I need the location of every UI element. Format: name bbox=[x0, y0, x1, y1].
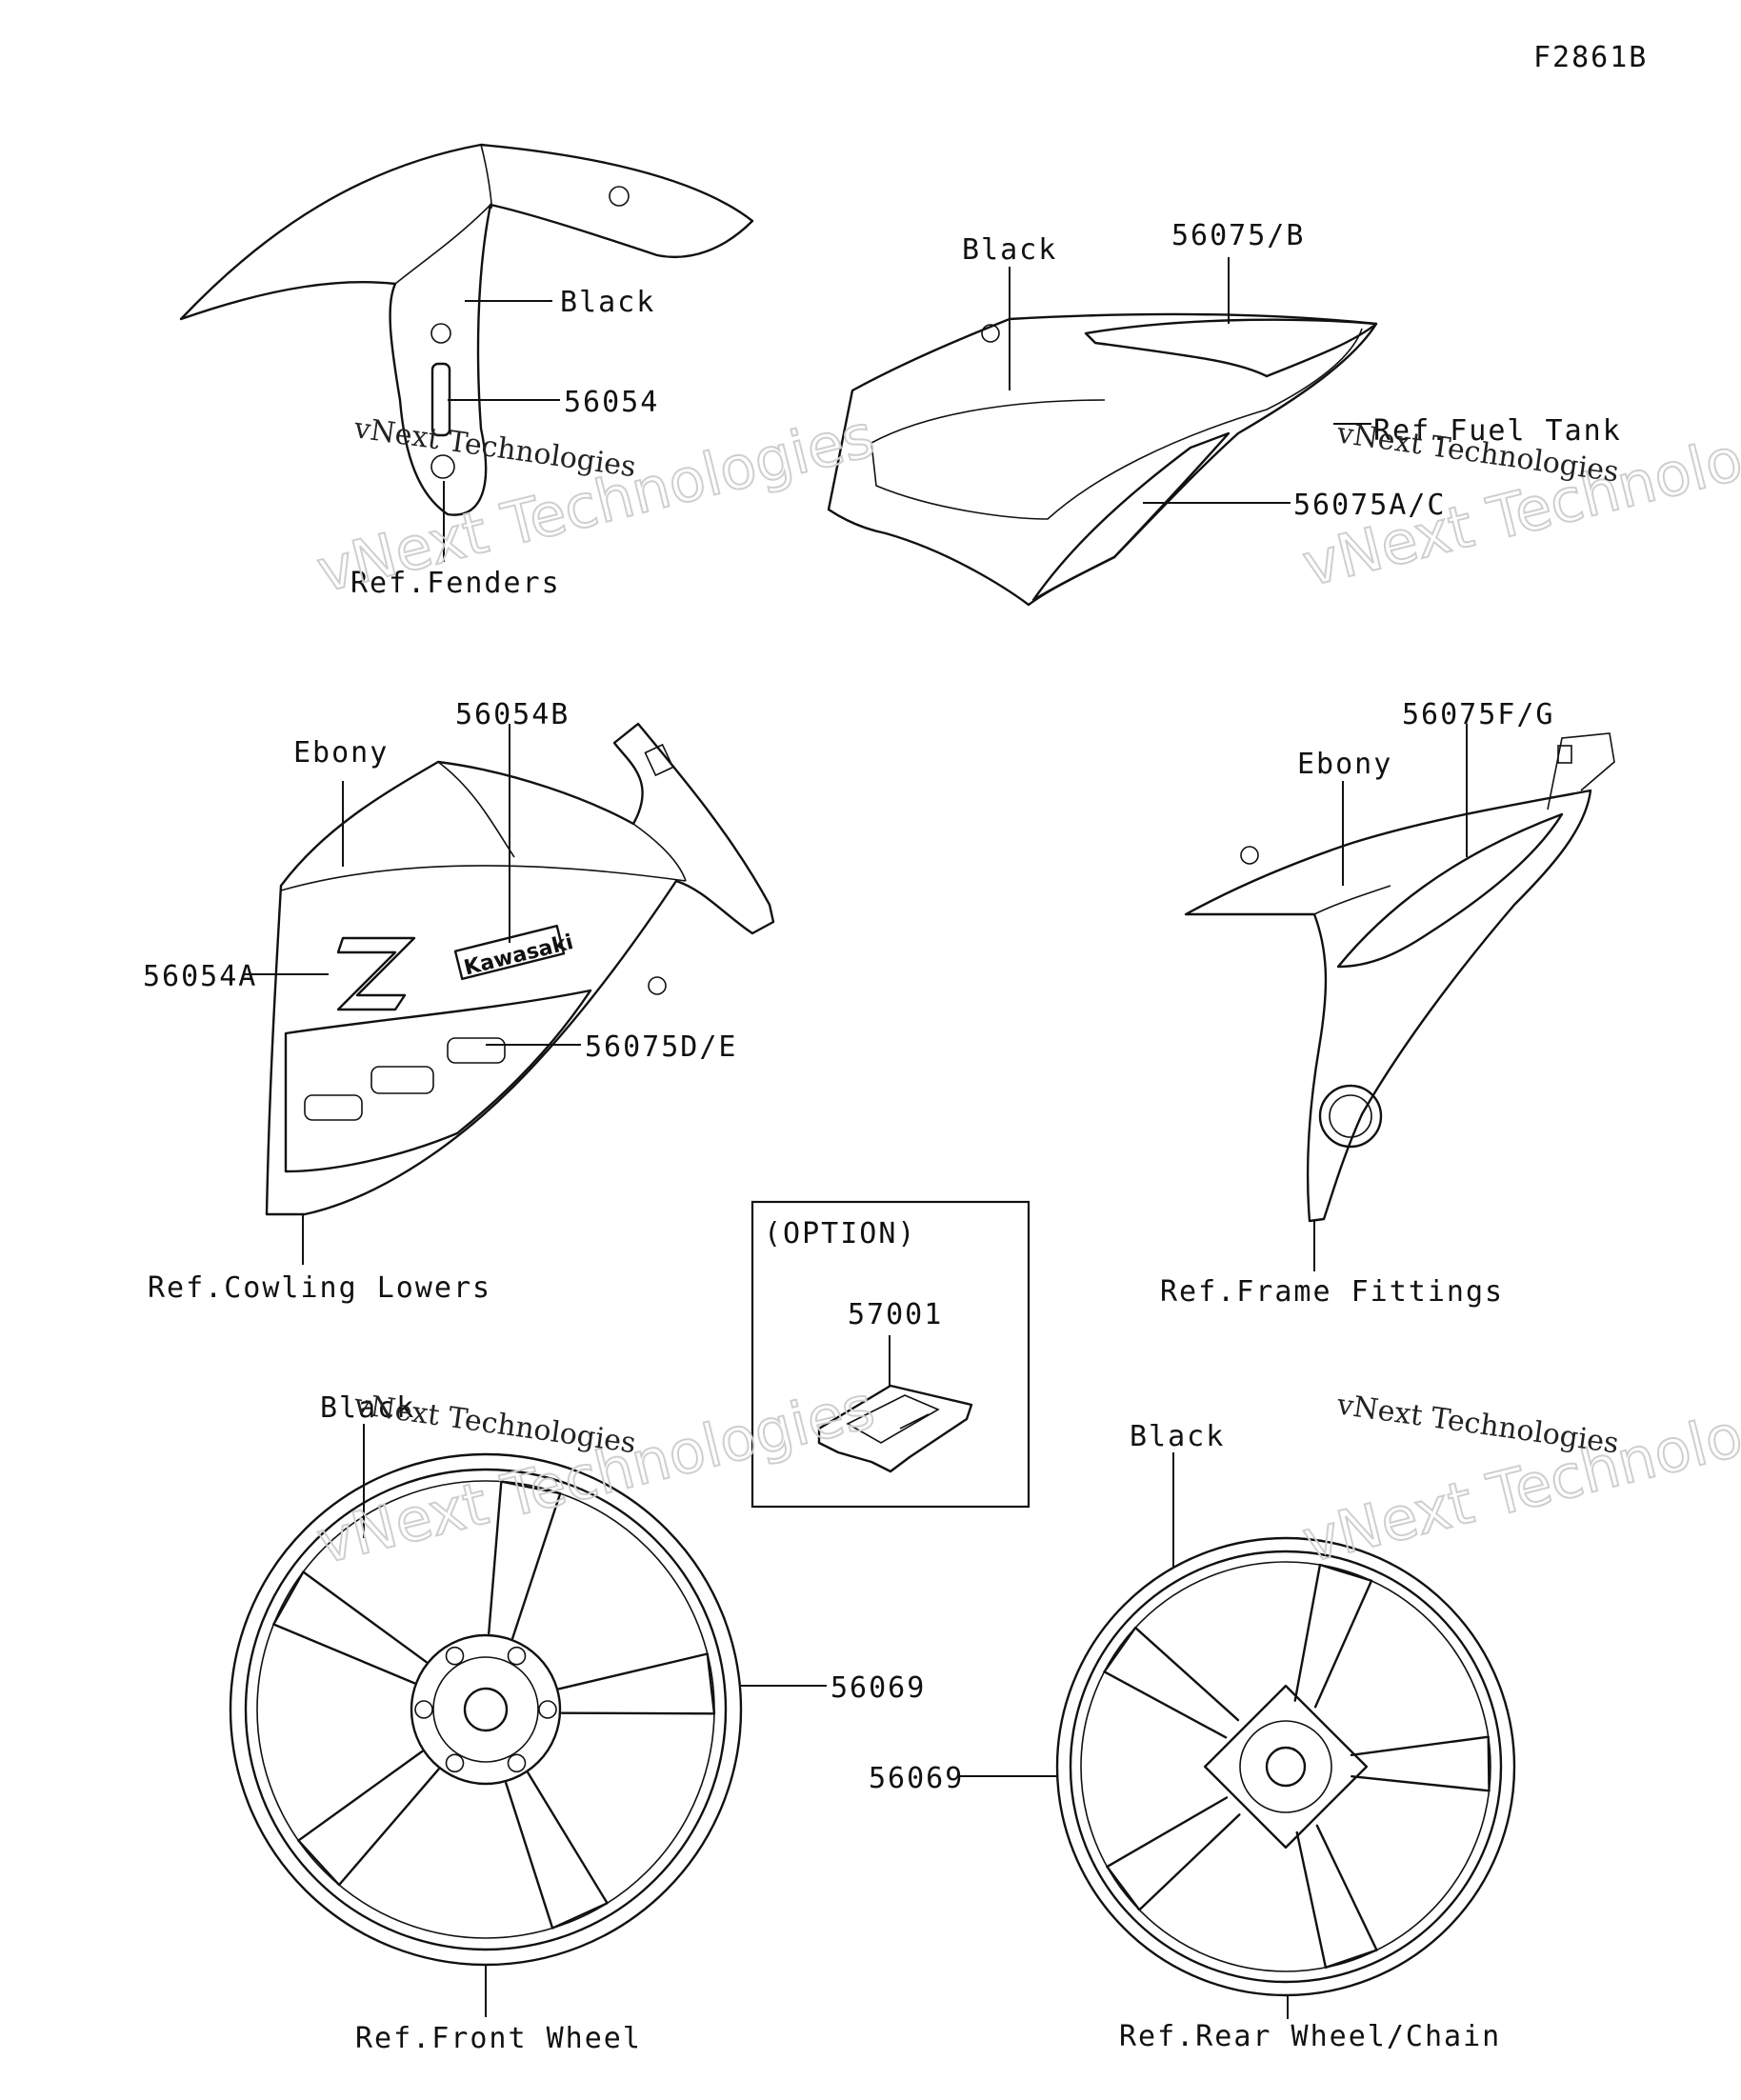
figure-code: F2861B bbox=[1533, 41, 1648, 74]
front-wheel-bolt bbox=[445, 1753, 465, 1773]
front-wheel-color-label: Black bbox=[320, 1391, 415, 1425]
front-wheel-bolts bbox=[414, 1646, 557, 1773]
front-wheel-group: Black 56069 Ref.Front Wheel bbox=[229, 1391, 926, 2055]
frame-cover-decal-56075fg bbox=[1336, 812, 1564, 969]
tank-part-b-label: 56075/B bbox=[1171, 219, 1305, 252]
frame-cover-bracket-hole bbox=[1557, 745, 1572, 764]
rear-wheel-spoke bbox=[1106, 1796, 1241, 1911]
option-box-title: (OPTION) bbox=[764, 1217, 917, 1250]
rear-wheel-ref-label: Ref.Rear Wheel/Chain bbox=[1119, 2020, 1501, 2053]
front-wheel-rim-inner bbox=[244, 1468, 728, 1951]
rear-wheel-sprocket-carrier bbox=[1203, 1684, 1369, 1850]
cowling-upper-panel bbox=[280, 761, 687, 891]
cowling-ref-label: Ref.Cowling Lowers bbox=[148, 1271, 491, 1305]
front-wheel-spoke bbox=[297, 1750, 440, 1887]
fender-bolt-lower bbox=[430, 454, 455, 479]
cowling-color-label: Ebony bbox=[293, 736, 389, 770]
cowling-stripe-1 bbox=[304, 1094, 363, 1121]
fender-ref-label: Ref.Fenders bbox=[350, 567, 561, 600]
rear-wheel-spoke bbox=[1103, 1626, 1240, 1739]
front-wheel-bolt bbox=[414, 1700, 433, 1719]
front-fender-inner-edge bbox=[394, 144, 492, 285]
rear-wheel-group: Black 56069 Ref.Rear Wheel/Chain bbox=[869, 1420, 1516, 2053]
rear-wheel-rim-inner bbox=[1069, 1550, 1503, 1984]
watermark-small-4: vNext Technologies bbox=[1334, 1388, 1621, 1460]
frame-cover-group: Ebony 56075F/G Ref.Frame Fittings bbox=[1160, 698, 1615, 1309]
rear-wheel-spoke bbox=[1295, 1824, 1378, 1970]
fender-bolt-upper bbox=[430, 323, 451, 344]
cowling-part-a-label: 56054A bbox=[143, 960, 257, 993]
front-wheel-bolt bbox=[507, 1753, 527, 1773]
rear-wheel-rim-outer bbox=[1055, 1536, 1516, 1997]
front-wheel-spoke bbox=[505, 1771, 609, 1930]
watermark-small-1: vNext Technologies bbox=[351, 411, 638, 484]
watermark-small-3: vNext Technologies bbox=[351, 1388, 638, 1460]
front-wheel-spoke bbox=[487, 1480, 562, 1640]
front-wheel-axle bbox=[463, 1687, 509, 1732]
frame-cover-ref-label: Ref.Frame Fittings bbox=[1160, 1275, 1504, 1309]
option-box-group: (OPTION) 57001 bbox=[750, 1200, 1031, 1509]
rear-wheel-spokes bbox=[1103, 1563, 1491, 1970]
rear-wheel-axle bbox=[1265, 1746, 1307, 1788]
tank-stripe-56075-b bbox=[1084, 318, 1378, 378]
fender-mount-hole bbox=[609, 186, 630, 207]
front-wheel-hub-outer bbox=[410, 1633, 562, 1786]
frame-cover-grommet-outer bbox=[1318, 1084, 1383, 1149]
option-box-part-label: 57001 bbox=[848, 1298, 943, 1331]
cowling-decal-56054a-z bbox=[336, 936, 416, 1011]
cowling-stripe-2 bbox=[370, 1066, 434, 1094]
option-part-57001 bbox=[817, 1384, 973, 1473]
frame-cover-grommet-inner bbox=[1329, 1094, 1372, 1138]
rear-wheel-spoke bbox=[1293, 1563, 1373, 1709]
rear-wheel-rim-edge bbox=[1080, 1561, 1491, 1972]
front-wheel-bolt bbox=[507, 1646, 527, 1666]
fender-color-label: Black bbox=[560, 286, 655, 319]
rear-wheel-hub-ring bbox=[1239, 1720, 1332, 1813]
tank-cover-outline bbox=[827, 312, 1378, 607]
cowling-mount-hole bbox=[648, 976, 667, 995]
frame-cover-bracket bbox=[1547, 732, 1615, 810]
fuel-tank-group: Black 56075/B Ref.Fuel Tank 56075A/C bbox=[827, 219, 1622, 607]
tank-part-ac-label: 56075A/C bbox=[1293, 489, 1447, 522]
cowling-decal-56054b-kawasaki bbox=[453, 924, 566, 981]
front-wheel-bolt bbox=[445, 1646, 465, 1666]
front-fender-group: Black 56054 Ref.Fenders bbox=[179, 143, 754, 600]
option-box bbox=[750, 1200, 1031, 1509]
rear-wheel-color-label: Black bbox=[1130, 1420, 1225, 1453]
front-wheel-bolt bbox=[538, 1700, 557, 1719]
cowling-outline bbox=[265, 722, 775, 1216]
front-wheel-hub-ring bbox=[432, 1656, 539, 1763]
frame-cover-color-label: Ebony bbox=[1297, 748, 1392, 781]
tank-stripe-56075-ac bbox=[1031, 431, 1231, 602]
rear-wheel-part-label: 56069 bbox=[869, 1762, 964, 1795]
tank-mount-tab bbox=[981, 324, 1000, 343]
frame-cover-part-label: 56075F/G bbox=[1402, 698, 1555, 731]
tank-color-label: Black bbox=[962, 233, 1057, 267]
front-wheel-part-label: 56069 bbox=[830, 1671, 926, 1705]
cowling-stripe-3 bbox=[447, 1037, 506, 1064]
front-wheel-spoke bbox=[272, 1570, 428, 1685]
option-part-detail bbox=[846, 1394, 940, 1444]
cowling-decal-56075de bbox=[284, 989, 592, 1173]
tank-cover-inner-panel bbox=[870, 328, 1363, 520]
frame-cover-outline bbox=[1184, 789, 1592, 1223]
cowling-group: Kawasaki Ebony 56054B 56054A 56075D/E Re… bbox=[143, 698, 775, 1305]
front-fender-outline bbox=[179, 143, 754, 516]
rear-wheel-spoke bbox=[1350, 1735, 1491, 1792]
fender-part-label: 56054 bbox=[564, 386, 659, 419]
cowling-part-b-label: 56054B bbox=[455, 698, 570, 731]
frame-cover-inner-edge bbox=[1186, 885, 1391, 915]
cowling-part-de-label: 56075D/E bbox=[585, 1030, 738, 1064]
front-wheel-spokes bbox=[272, 1480, 716, 1930]
front-wheel-spoke bbox=[557, 1652, 716, 1715]
front-wheel-ref-label: Ref.Front Wheel bbox=[355, 2022, 642, 2055]
tank-ref-label: Ref.Fuel Tank bbox=[1373, 414, 1622, 448]
cowling-logo-text: Kawasaki bbox=[462, 930, 576, 981]
frame-cover-mount-tab bbox=[1240, 846, 1259, 865]
cowling-tab bbox=[644, 743, 674, 777]
